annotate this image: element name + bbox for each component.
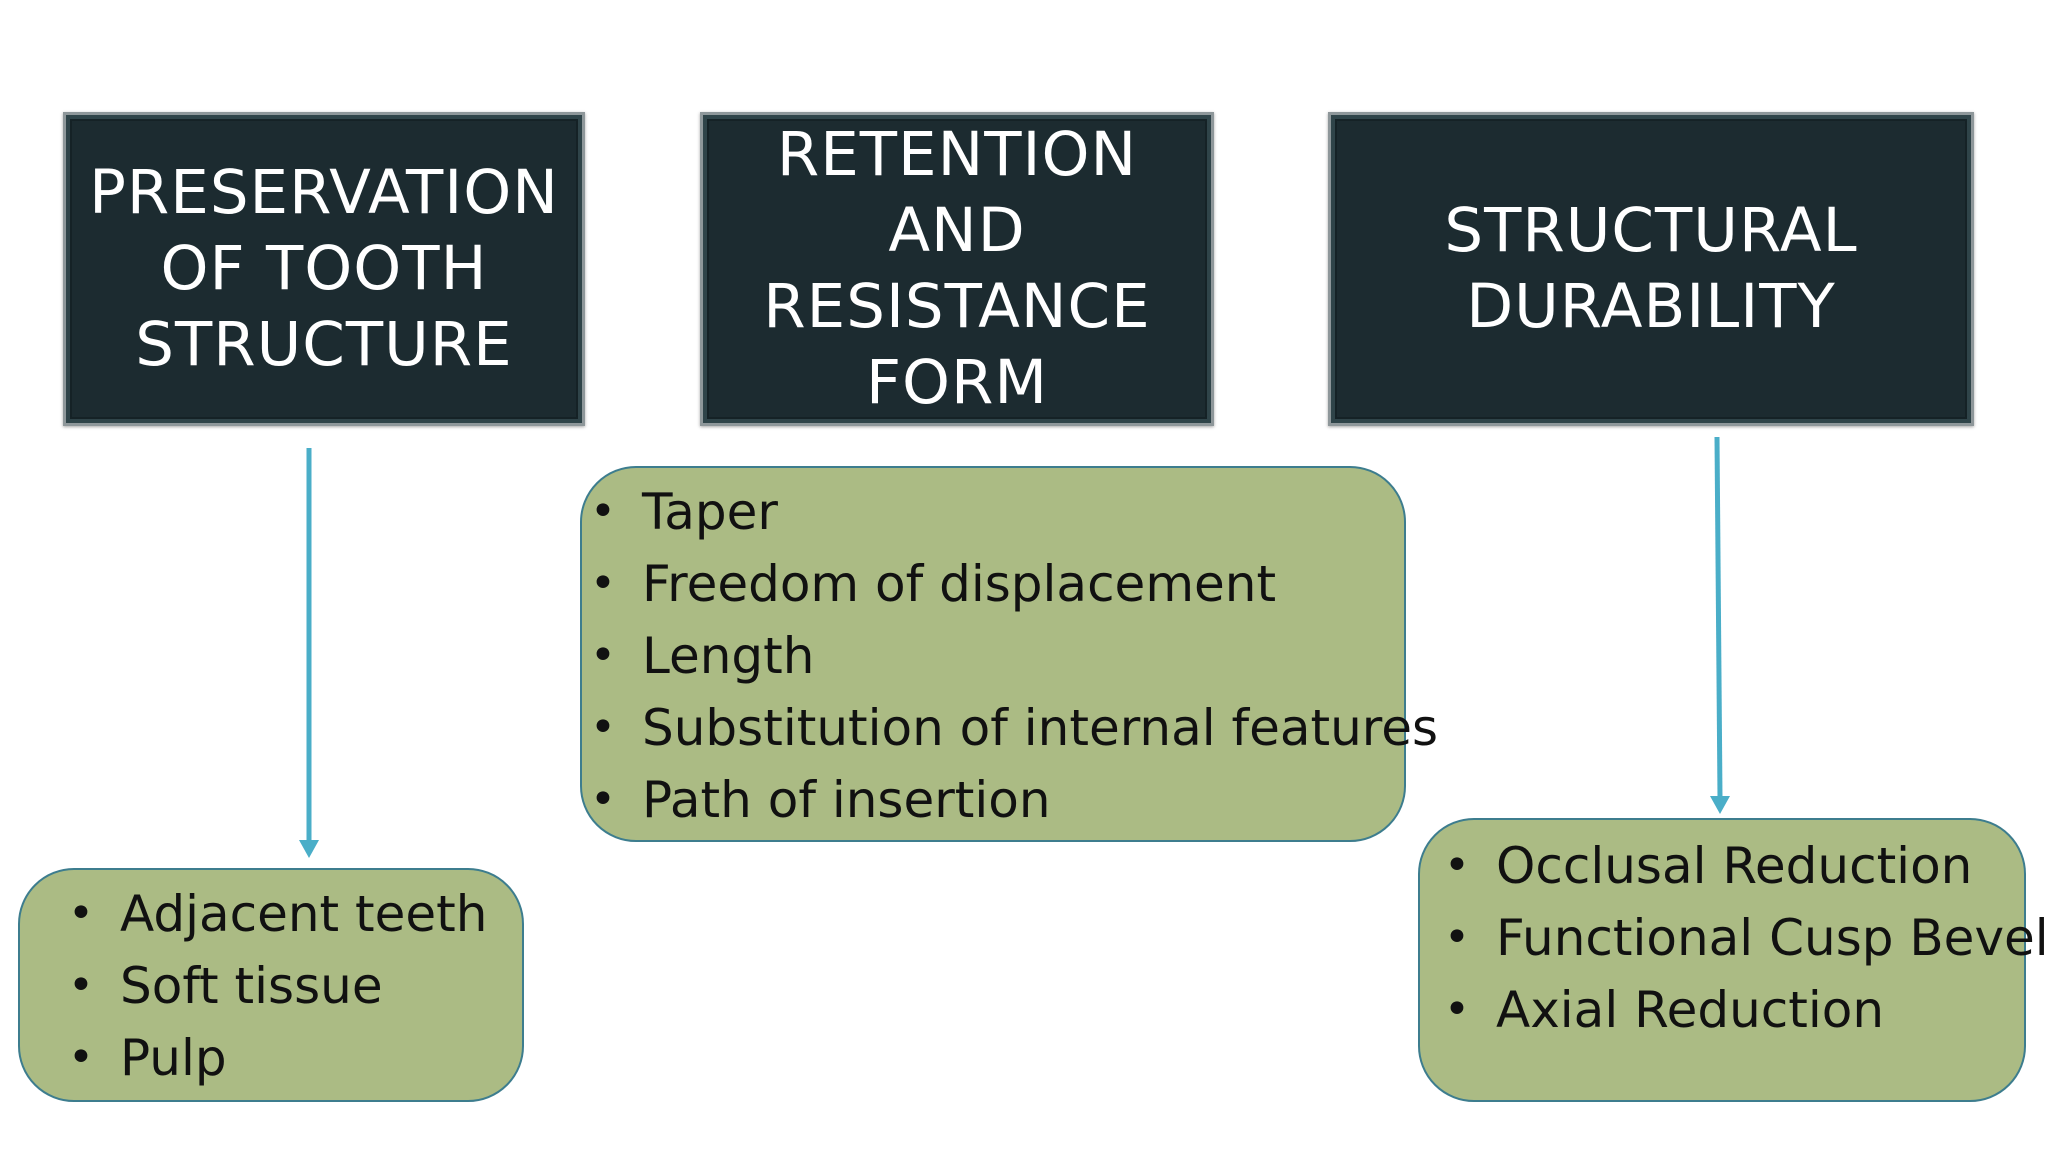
bullet-icon: •	[1444, 984, 1470, 1035]
header-durability-line: STRUCTURAL	[1444, 195, 1858, 266]
list-box-durability: •Occlusal Reduction •Functional Cusp Bev…	[1418, 818, 2048, 1102]
header-preservation-line: STRUCTURE	[135, 309, 513, 380]
header-durability: STRUCTURAL DURABILITY	[1328, 112, 1974, 426]
arrow-durability	[1714, 436, 1723, 799]
list-item: •Axial Reduction	[1436, 974, 2024, 1046]
header-preservation: PRESERVATION OF TOOTH STRUCTURE	[63, 112, 585, 426]
list-item: •Adjacent teeth	[60, 878, 522, 950]
bullet-icon: •	[68, 888, 94, 939]
list-item: •Taper	[582, 476, 1404, 548]
arrow-preservation-head	[299, 840, 319, 858]
list-item: •Path of insertion	[582, 764, 1404, 836]
list-box-retention: •Taper •Freedom of displacement •Length …	[580, 466, 1438, 842]
header-retention-line: RESISTANCE	[763, 271, 1151, 342]
list-item: •Pulp	[60, 1022, 522, 1094]
header-retention-line: FORM	[865, 347, 1049, 418]
bullet-icon: •	[1444, 912, 1470, 963]
header-durability-line: DURABILITY	[1466, 271, 1836, 342]
list-item: •Substitution of internal features	[582, 692, 1438, 764]
list-item: •Occlusal Reduction	[1436, 830, 2024, 902]
list-box-preservation: •Adjacent teeth •Soft tissue •Pulp	[18, 868, 524, 1102]
list-item: •Soft tissue	[60, 950, 522, 1022]
header-retention-line: RETENTION	[776, 119, 1138, 190]
bullet-icon: •	[590, 486, 616, 537]
arrow-durability-head	[1710, 796, 1730, 814]
list-item: •Freedom of displacement	[582, 548, 1404, 620]
header-preservation-line: PRESERVATION	[89, 157, 559, 228]
header-retention: RETENTION AND RESISTANCE FORM	[700, 112, 1214, 426]
list-item: •Length	[582, 620, 1404, 692]
header-retention-line: AND	[888, 195, 1026, 266]
bullet-icon: •	[590, 630, 616, 681]
bullet-icon: •	[68, 960, 94, 1011]
header-preservation-line: OF TOOTH	[160, 233, 488, 304]
bullet-icon: •	[590, 774, 616, 825]
bullet-icon: •	[68, 1032, 94, 1083]
bullet-icon: •	[590, 702, 616, 753]
bullet-icon: •	[1444, 840, 1470, 891]
list-item: •Functional Cusp Bevel	[1436, 902, 2048, 974]
bullet-icon: •	[590, 558, 616, 609]
